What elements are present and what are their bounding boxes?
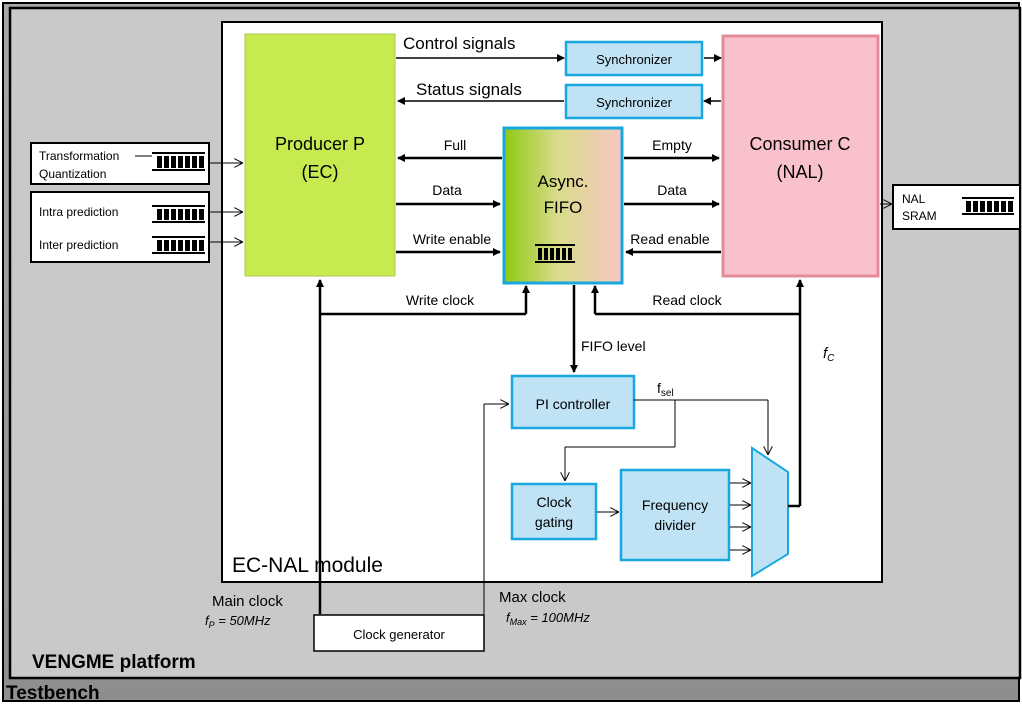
pi-controller-block	[510, 374, 636, 430]
main-clock-label: Main clock	[212, 593, 283, 610]
clock-generator-block	[313, 614, 485, 652]
consumer-title: Consumer C	[749, 134, 850, 154]
sram-label: SRAM	[902, 209, 937, 223]
fmax-label: fMax = 100MHz	[506, 610, 590, 627]
quantization-label: Quantization	[39, 167, 106, 181]
producer-title: Producer P	[275, 134, 365, 154]
clock-gating-subtitle: gating	[535, 514, 573, 530]
frequency-divider-title: Frequency	[642, 497, 708, 513]
intra-prediction-label: Intra prediction	[39, 205, 118, 219]
fifo-title: Async.	[537, 172, 588, 191]
fsel-label: fsel	[657, 380, 674, 399]
inter-prediction-label: Inter prediction	[39, 238, 118, 252]
multiplexer	[751, 446, 789, 578]
fifo-level-label: FIFO level	[581, 338, 646, 354]
write-clock-label: Write clock	[406, 292, 475, 308]
synchronizer-bottom-label: Synchronizer	[596, 95, 673, 110]
consumer-subtitle: (NAL)	[776, 162, 823, 182]
transformation-buffer-icon	[152, 152, 205, 171]
read-clock-label: Read clock	[652, 292, 722, 308]
control-signals-label: Control signals	[403, 34, 515, 53]
synchronizer-top	[564, 40, 704, 77]
data-out-label: Data	[657, 182, 687, 198]
fifo-buffer-icon	[535, 244, 575, 263]
fc-label: fC	[823, 345, 835, 364]
platform-label: VENGME platform	[32, 652, 196, 673]
frequency-divider-subtitle: divider	[654, 517, 696, 533]
status-signals-label: Status signals	[416, 80, 522, 99]
module-label: EC-NAL module	[232, 554, 383, 577]
clock-generator-label: Clock generator	[353, 627, 445, 642]
write-enable-label: Write enable	[413, 231, 492, 247]
testbench-label: Testbench	[6, 683, 100, 704]
pi-controller-label: PI controller	[536, 396, 611, 412]
data-in-label: Data	[432, 182, 462, 198]
clock-gating-block	[510, 482, 598, 541]
frequency-divider-block	[619, 468, 731, 562]
producer-block	[244, 33, 396, 277]
fifo-subtitle: FIFO	[544, 198, 583, 217]
sram-buffer-icon	[962, 197, 1014, 215]
transformation-label: Transformation	[39, 149, 119, 163]
consumer-block	[721, 34, 880, 278]
clock-gating-title: Clock	[536, 494, 572, 510]
intra-buffer-icon	[152, 205, 205, 223]
nal-label: NAL	[902, 192, 926, 206]
empty-label: Empty	[652, 137, 692, 153]
read-enable-label: Read enable	[630, 231, 710, 247]
fp-label: fP = 50MHz	[205, 613, 271, 630]
max-clock-label: Max clock	[499, 589, 566, 606]
synchronizer-top-label: Synchronizer	[596, 52, 673, 67]
producer-subtitle: (EC)	[302, 162, 339, 182]
inter-buffer-icon	[152, 236, 205, 254]
synchronizer-bottom	[564, 83, 704, 120]
full-label: Full	[444, 137, 467, 153]
